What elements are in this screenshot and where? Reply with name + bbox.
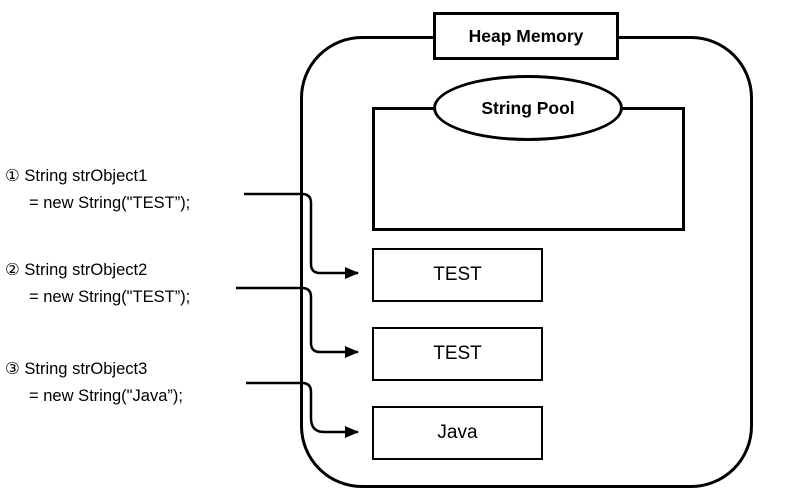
heap-box-java-label: Java	[437, 422, 478, 443]
heap-box-java: Java	[372, 406, 543, 460]
code-label-strobject1-line1: ① String strObject1	[5, 167, 148, 185]
heap-memory-title: Heap Memory	[433, 12, 619, 60]
code-label-strobject2-line1: ② String strObject2	[5, 261, 148, 279]
heap-box-test-2: TEST	[372, 327, 543, 381]
code-label-strobject1: ① String strObject1 = new String("TEST”)…	[5, 163, 190, 217]
heap-memory-title-label: Heap Memory	[468, 25, 584, 46]
code-label-strobject2-line2: = new String("TEST”);	[29, 288, 191, 306]
connector-strobject2-arrow	[236, 286, 359, 358]
heap-box-test-1-label: TEST	[433, 264, 482, 285]
code-label-strobject2: ② String strObject2 = new String("TEST”)…	[5, 257, 190, 311]
heap-box-test-2-label: TEST	[433, 343, 482, 364]
string-pool-title: String Pool	[433, 75, 623, 141]
code-label-strobject3-line2: = new String("Java”);	[29, 387, 183, 405]
connector-strobject3-arrow	[246, 381, 359, 438]
code-label-strobject1-line2: = new String("TEST”);	[29, 194, 191, 212]
connector-strobject1-arrow	[244, 192, 359, 279]
string-pool-title-label: String Pool	[481, 97, 575, 118]
heap-box-test-1: TEST	[372, 248, 543, 302]
code-label-strobject3-line1: ③ String strObject3	[5, 360, 148, 378]
code-label-strobject3: ③ String strObject3 = new String("Java”)…	[5, 356, 183, 410]
